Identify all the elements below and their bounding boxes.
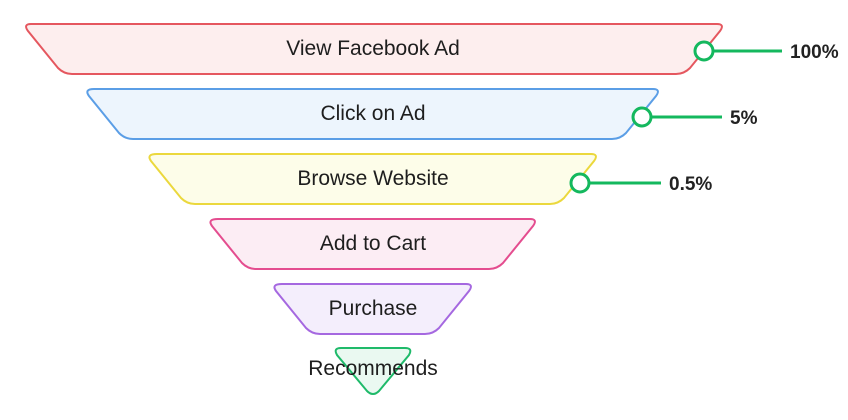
funnel-stage-click-on-ad: Click on Ad — [86, 88, 659, 140]
funnel-stage-add-to-cart: Add to Cart — [209, 218, 536, 270]
stage-label: Add to Cart — [320, 232, 426, 255]
callout-marker — [693, 40, 715, 62]
stage-shape — [25, 23, 723, 75]
stage-label: Purchase — [329, 297, 418, 320]
callout-marker — [631, 106, 653, 128]
funnel-stage-recommends: Recommends — [308, 347, 438, 395]
funnel-stage-browse-website: Browse Website — [148, 153, 597, 205]
funnel-stage-view-facebook-ad: View Facebook Ad — [25, 23, 723, 75]
stage-shape — [273, 283, 472, 335]
stage-label: Click on Ad — [320, 102, 425, 125]
metric-callout-view-facebook-ad: 100% — [693, 40, 839, 63]
stage-shape — [86, 88, 659, 140]
metric-value: 5% — [730, 108, 758, 129]
metric-callout-browse-website: 0.5% — [569, 172, 712, 195]
stage-shape — [334, 347, 412, 395]
stage-label: View Facebook Ad — [286, 37, 460, 60]
stage-shape — [148, 153, 597, 205]
metric-value: 100% — [790, 42, 839, 63]
funnel-stage-purchase: Purchase — [273, 283, 472, 335]
metric-callout-click-on-ad: 5% — [631, 106, 758, 129]
stage-shape — [209, 218, 536, 270]
metric-value: 0.5% — [669, 174, 712, 195]
stage-label: Recommends — [308, 357, 438, 380]
callout-marker — [569, 172, 591, 194]
stage-label: Browse Website — [297, 167, 448, 190]
